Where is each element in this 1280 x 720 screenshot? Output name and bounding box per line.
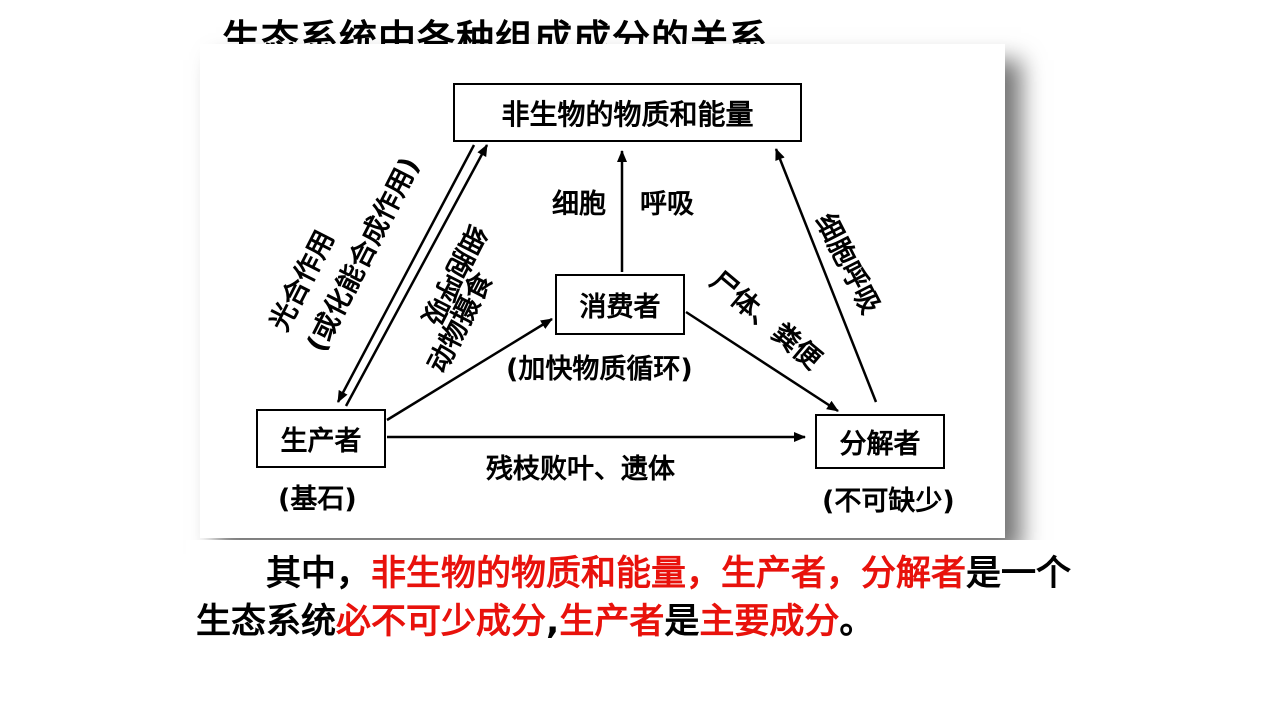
label-litter: 残枝败叶、遗体 bbox=[486, 454, 675, 485]
arrow-animal-feeding bbox=[386, 317, 553, 422]
note-decomposer: (不可缺少) bbox=[822, 486, 955, 517]
arrow-decomposer-respiration bbox=[774, 148, 878, 403]
summary-producer: 生产者 bbox=[559, 602, 665, 642]
arrow-remains-feces bbox=[685, 310, 839, 413]
summary-mid: 是一个生态系统 bbox=[196, 554, 1072, 642]
arrow-producer-respiration bbox=[336, 144, 476, 403]
note-consumer: (加快物质循环) bbox=[506, 354, 693, 385]
label-consumer-respiration-2: 呼吸 bbox=[640, 189, 694, 220]
summary-lead: 其中， bbox=[266, 554, 372, 594]
node-consumer: 消费者 bbox=[555, 274, 685, 335]
node-abiotic: 非生物的物质和能量 bbox=[453, 83, 802, 142]
arrow-photosynthesis bbox=[344, 144, 489, 407]
summary-text-box: 其中，非生物的物质和能量，生产者，分解者是一个生态系统必不可少成分,生产者是主要… bbox=[186, 540, 1076, 705]
summary-main-component: 主要成分 bbox=[699, 602, 840, 642]
label-consumer-respiration-1: 细胞 bbox=[552, 189, 606, 220]
note-producer: (基石) bbox=[278, 484, 357, 515]
summary-essential-list: 非生物的物质和能量，生产者，分解者 bbox=[371, 554, 967, 594]
node-decomposer: 分解者 bbox=[815, 414, 945, 469]
summary-paragraph: 其中，非生物的物质和能量，生产者，分解者是一个生态系统必不可少成分,生产者是主要… bbox=[196, 550, 1076, 646]
ecosystem-diagram: 非生物的物质和能量 消费者 生产者 分解者 (加快物质循环) (基石) (不可缺… bbox=[200, 44, 1005, 538]
diagram-arrows bbox=[336, 144, 878, 442]
node-producer: 生产者 bbox=[256, 409, 386, 468]
summary-indispensable: 必不可少成分 bbox=[336, 602, 547, 642]
summary-comma: , bbox=[546, 602, 560, 642]
summary-period: 。 bbox=[839, 602, 875, 642]
summary-is: 是 bbox=[664, 602, 700, 642]
